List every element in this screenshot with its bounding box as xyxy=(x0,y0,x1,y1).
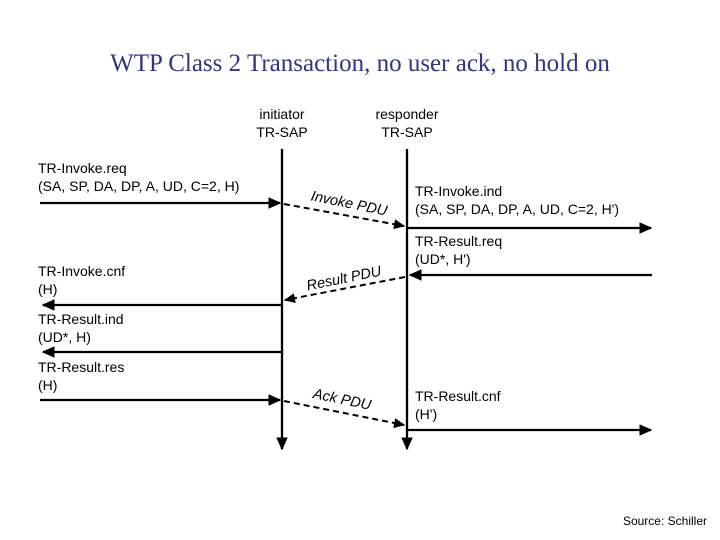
slide-title: WTP Class 2 Transaction, no user ack, no… xyxy=(110,50,610,77)
source-attribution: Source: Schiller xyxy=(622,514,707,528)
result-pdu-arrow xyxy=(283,276,406,304)
primitive-name: TR-Result.req xyxy=(415,233,503,249)
primitive-params: (H') xyxy=(415,405,438,422)
primitive-name: TR-Invoke.cnf xyxy=(38,263,126,279)
primitive-params: (UD*, H) xyxy=(38,328,91,345)
primitive-name: TR-Result.res xyxy=(38,359,125,375)
message-tr-result-ind: TR-Result.ind (UD*, H) xyxy=(38,311,124,346)
ack-pdu-arrow xyxy=(283,400,406,428)
message-tr-invoke-req: TR-Invoke.req (SA, SP, DA, DP, A, UD, C=… xyxy=(38,160,239,195)
primitive-name: TR-Invoke.ind xyxy=(415,183,503,199)
message-tr-result-res: TR-Result.res (H) xyxy=(38,359,124,394)
message-tr-result-cnf: TR-Result.cnf (H') xyxy=(415,388,501,423)
primitive-params: (H) xyxy=(38,280,58,297)
primitive-name: TR-Result.cnf xyxy=(415,388,501,404)
message-tr-invoke-ind: TR-Invoke.ind (SA, SP, DA, DP, A, UD, C=… xyxy=(415,183,619,218)
primitive-params: (H) xyxy=(38,376,58,393)
responder-role-label: responder xyxy=(375,106,439,122)
responder-sap-label: TR-SAP xyxy=(381,124,433,140)
primitive-name: TR-Result.ind xyxy=(38,311,124,327)
initiator-lifeline-label: initiator TR-SAP xyxy=(217,105,347,141)
primitive-name: TR-Invoke.req xyxy=(38,160,127,176)
initiator-sap-label: TR-SAP xyxy=(256,124,308,140)
primitive-params: (UD*, H') xyxy=(415,250,471,267)
primitive-params: (SA, SP, DA, DP, A, UD, C=2, H') xyxy=(415,200,620,217)
invoke-pdu-arrow xyxy=(283,203,406,230)
message-tr-result-req: TR-Result.req (UD*, H') xyxy=(415,233,502,268)
primitive-params: (SA, SP, DA, DP, A, UD, C=2, H) xyxy=(38,177,240,194)
initiator-role-label: initiator xyxy=(259,106,305,122)
responder-lifeline-label: responder TR-SAP xyxy=(342,105,472,141)
message-tr-invoke-cnf: TR-Invoke.cnf (H) xyxy=(38,263,125,298)
